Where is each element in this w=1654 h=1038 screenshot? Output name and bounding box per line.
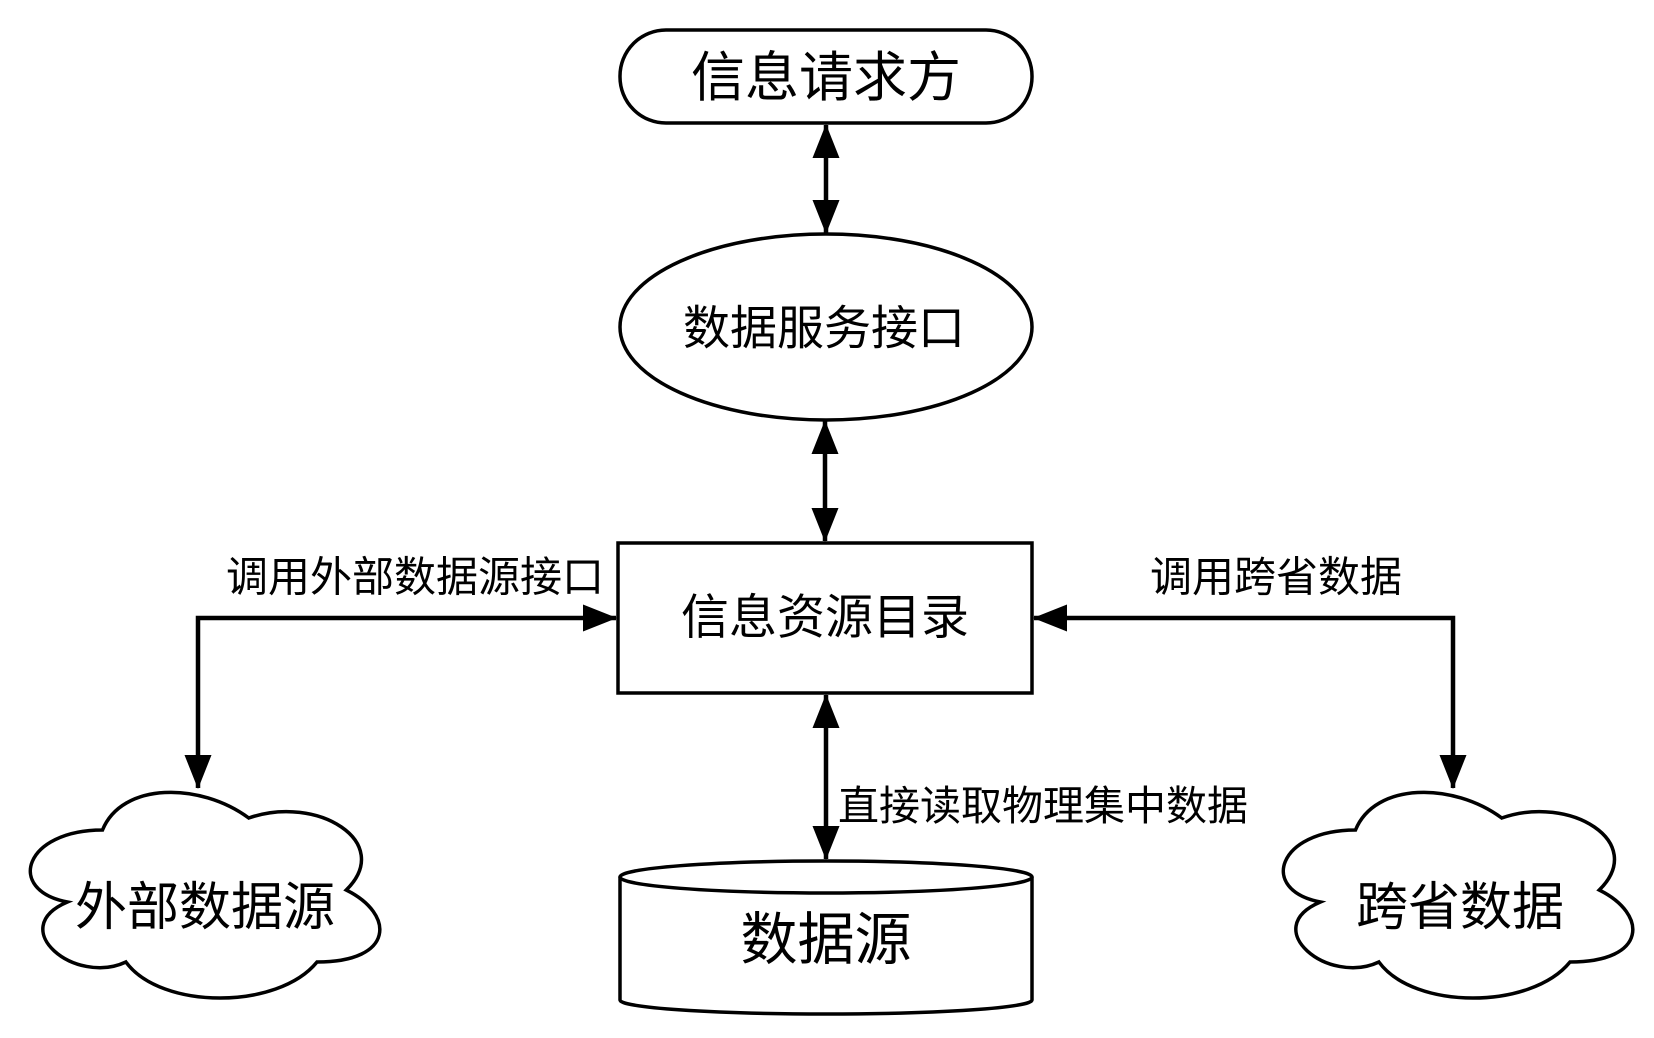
edge-catalog-cross-province: 调用跨省数据 — [1033, 554, 1467, 789]
node-service-interface-label: 数据服务接口 — [683, 302, 965, 355]
node-resource-catalog-shape — [616, 541, 1034, 695]
node-requester-shape — [618, 28, 1034, 125]
edge-label-external-call: 调用外部数据源接口 — [226, 554, 604, 601]
node-service-interface-shape — [618, 232, 1034, 422]
node-requester: 信息请求方 — [618, 28, 1034, 125]
node-external-data-source-label: 外部数据源 — [75, 879, 335, 937]
edge-catalog-external-line — [184, 604, 617, 789]
node-data-source-label: 数据源 — [741, 908, 912, 972]
node-service-interface: 数据服务接口 — [618, 232, 1034, 422]
node-external-data-source: 外部数据源 — [28, 790, 382, 1000]
edge-catalog-cross-province-line — [1033, 604, 1467, 789]
edge-catalog-datasource: 直接读取物理集中数据 — [812, 694, 1248, 860]
node-requester-label: 信息请求方 — [691, 48, 961, 108]
edge-catalog-external-source: 调用外部数据源接口 — [184, 554, 617, 789]
node-resource-catalog-label: 信息资源目录 — [681, 592, 969, 645]
edge-label-cross-province-call: 调用跨省数据 — [1150, 554, 1402, 601]
node-resource-catalog: 信息资源目录 — [616, 541, 1034, 695]
node-data-source: 数据源 — [618, 859, 1034, 1016]
edge-label-direct-read: 直接读取物理集中数据 — [838, 783, 1248, 829]
node-cross-province-data: 跨省数据 — [1281, 790, 1635, 1000]
node-cross-province-data-label: 跨省数据 — [1356, 879, 1564, 937]
node-data-source-body — [618, 877, 1034, 1016]
node-data-source-top — [618, 859, 1034, 895]
